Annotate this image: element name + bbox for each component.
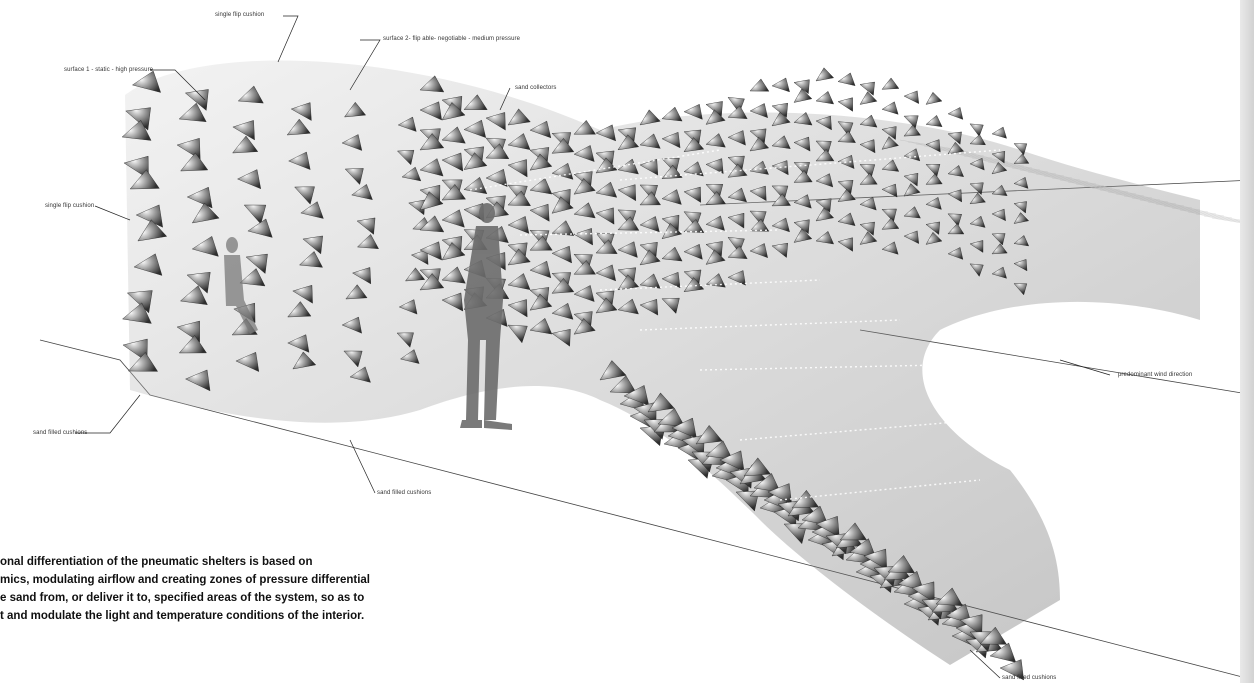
caption-line: t and modulate the light and temperature… — [0, 607, 600, 625]
label-surface-1: surface 1 - static - high pressure — [64, 67, 153, 73]
caption-line: mics, modulating airflow and creating zo… — [0, 571, 600, 589]
cushion — [879, 77, 899, 95]
label-single-flip-cushion-top: single flip cushion — [215, 12, 264, 18]
label-sand-filled-mid: sand filled cushions — [377, 490, 431, 496]
page-edge-strip — [1240, 0, 1254, 683]
cushion — [772, 78, 790, 92]
label-sand-collectors: sand collectors — [515, 85, 557, 91]
cushion — [882, 102, 899, 115]
label-wind-direction: predominant wind direction — [1118, 372, 1192, 378]
label-sand-filled-left: sand filled cushions — [33, 430, 87, 436]
cushion — [856, 90, 877, 109]
cushion — [815, 91, 834, 107]
cushion — [837, 95, 856, 112]
cushion — [922, 91, 941, 109]
cushion — [992, 127, 1007, 139]
label-sand-filled-bottom: sand filled cushions — [1002, 675, 1056, 681]
label-single-flip-cushion-left: single flip cushion — [45, 203, 94, 209]
cushion — [747, 78, 768, 97]
cushion — [837, 73, 855, 88]
label-surface-2: surface 2- flip able- negotiable - mediu… — [383, 36, 520, 42]
caption-line: e sand from, or deliver it to, specified… — [0, 589, 600, 607]
caption-line: onal differentiation of the pneumatic sh… — [0, 553, 600, 571]
cushion — [812, 66, 833, 86]
cushion — [967, 118, 986, 136]
caption-block: onal differentiation of the pneumatic sh… — [0, 553, 600, 625]
cushion — [903, 89, 920, 103]
cushion — [948, 107, 963, 119]
